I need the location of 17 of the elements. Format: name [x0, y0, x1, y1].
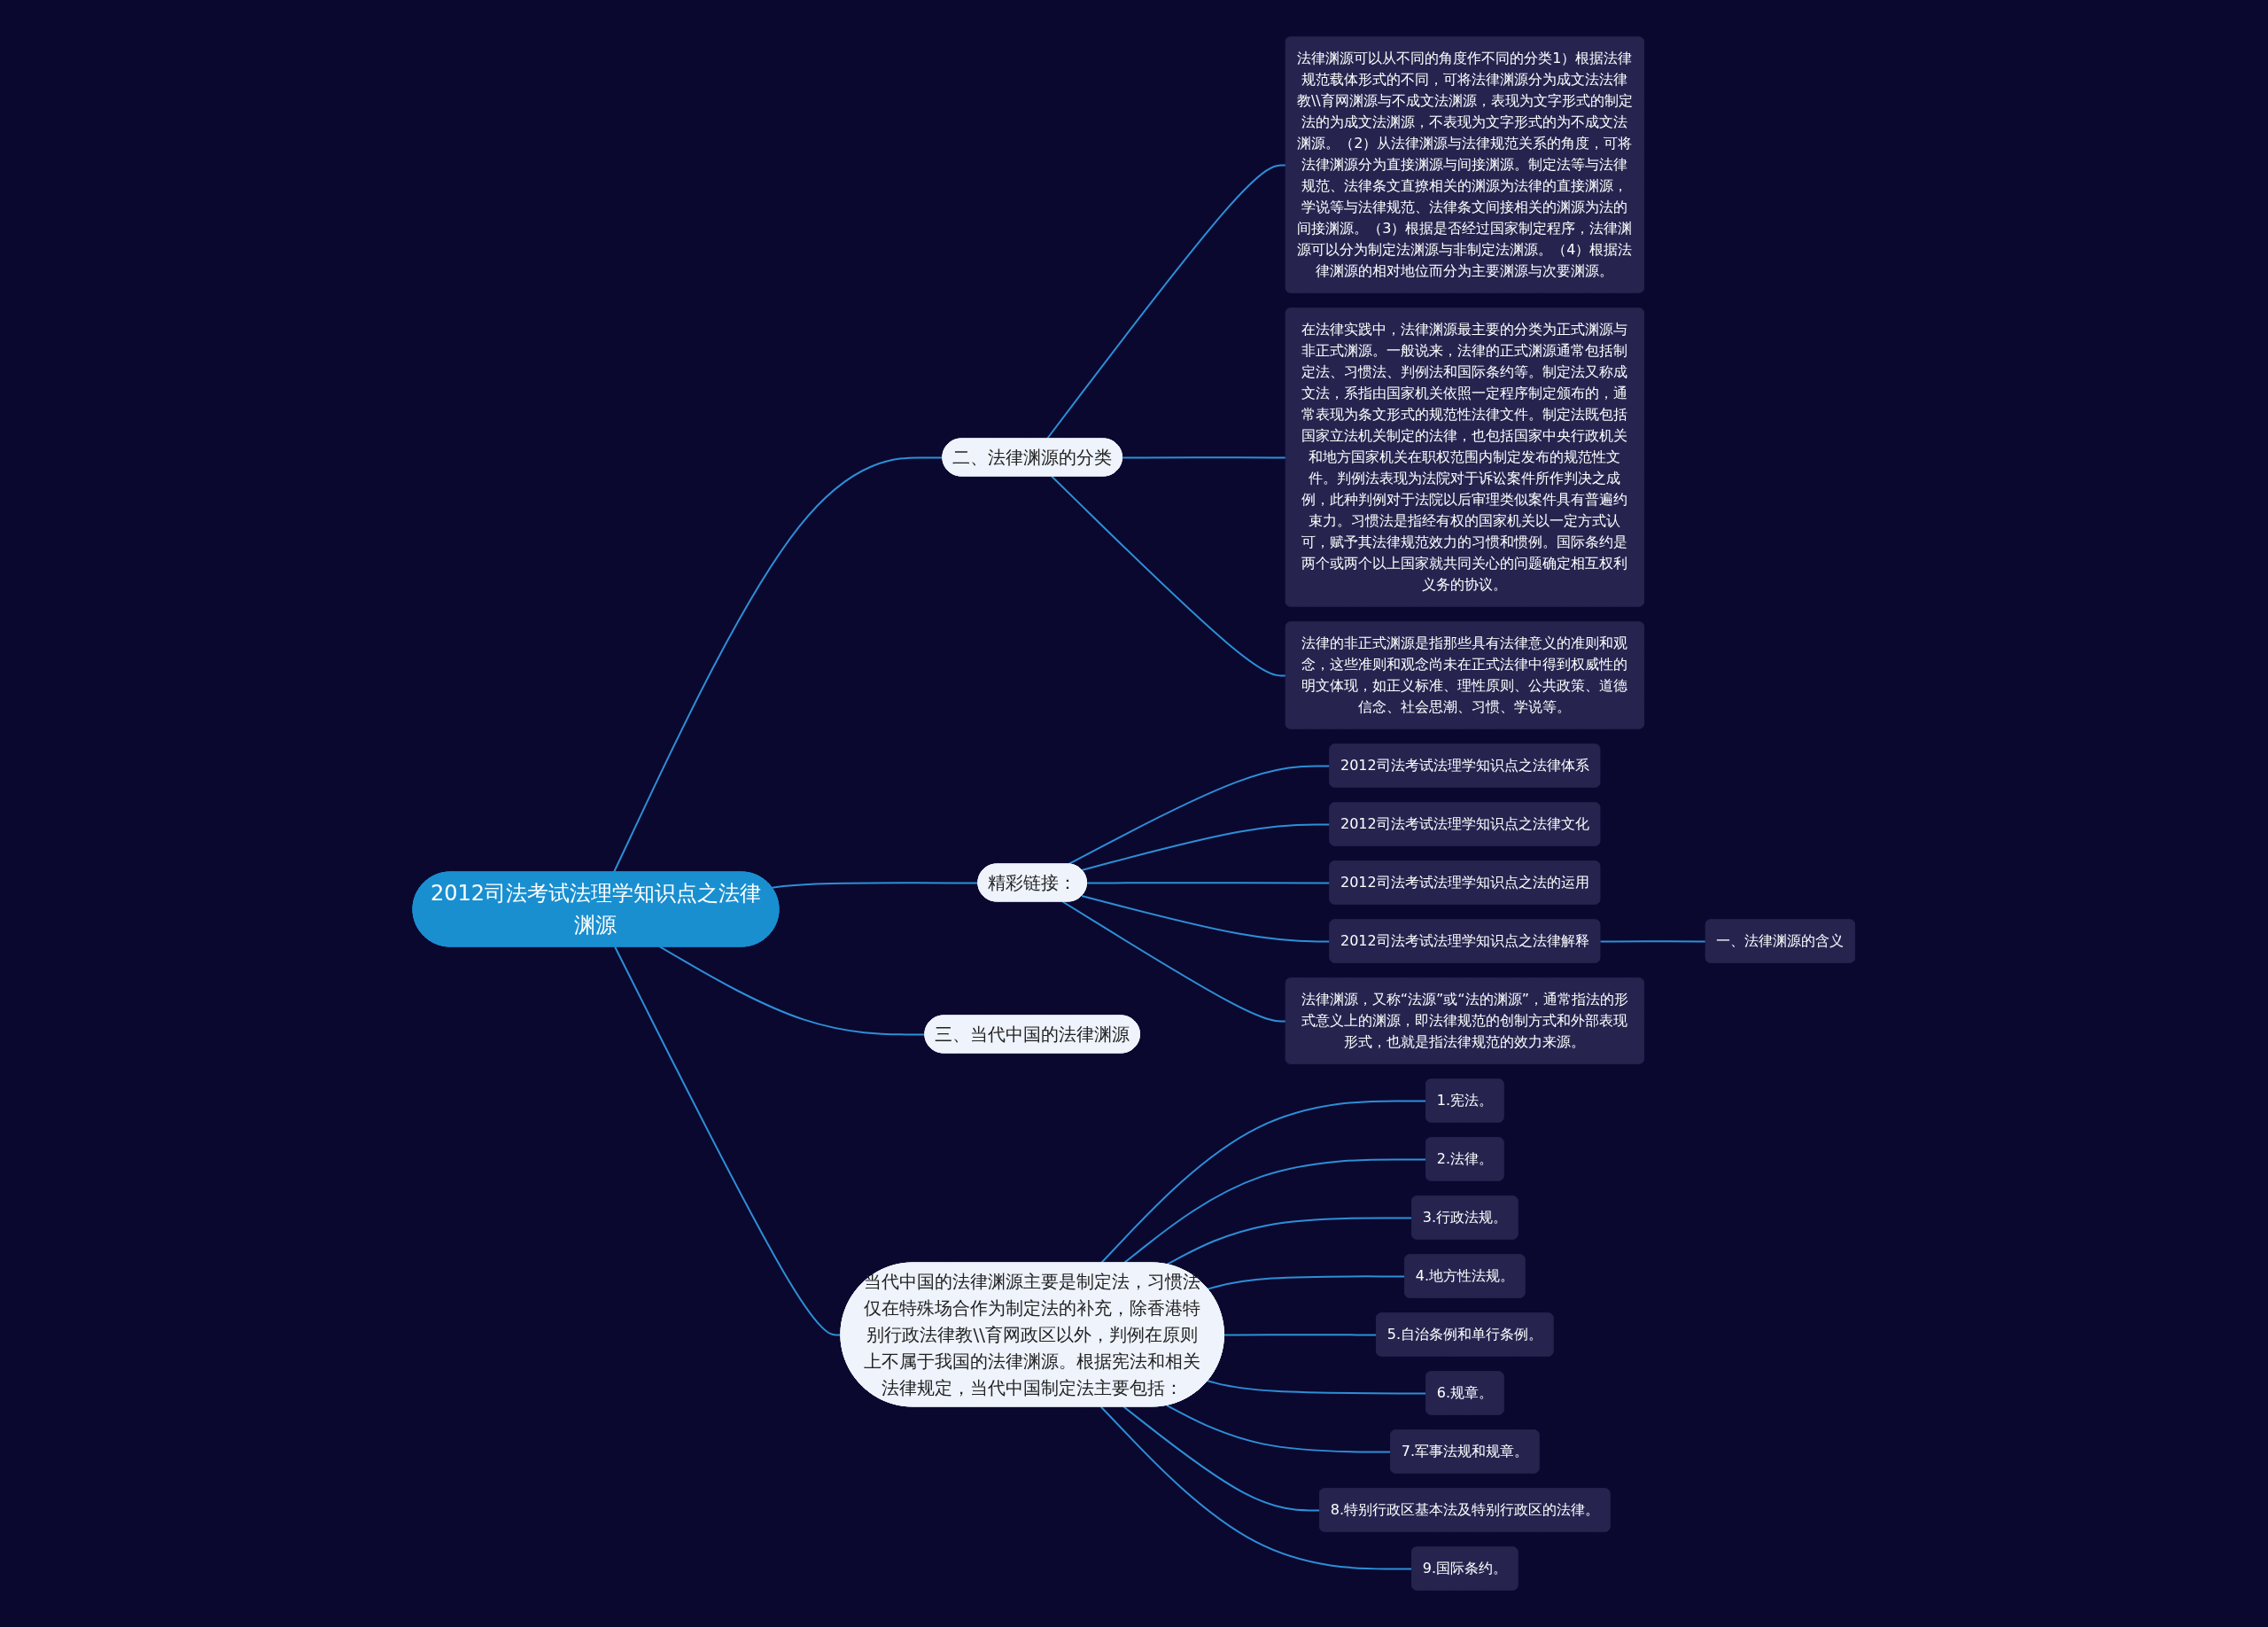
connector — [1166, 1217, 1414, 1266]
connector — [1122, 1158, 1428, 1265]
connector — [771, 882, 980, 889]
connector — [1081, 823, 1332, 871]
connector — [1166, 1404, 1393, 1453]
connector — [1207, 1380, 1428, 1395]
connector — [1223, 1334, 1379, 1336]
connector — [1100, 1405, 1414, 1570]
connector — [613, 456, 944, 874]
connector — [1122, 1405, 1322, 1512]
connector — [1086, 882, 1332, 884]
connector — [614, 946, 843, 1336]
connector — [1081, 895, 1332, 943]
connector — [659, 946, 927, 1036]
connector — [1100, 1100, 1428, 1265]
connector — [1207, 1275, 1407, 1290]
connector — [1067, 765, 1332, 866]
